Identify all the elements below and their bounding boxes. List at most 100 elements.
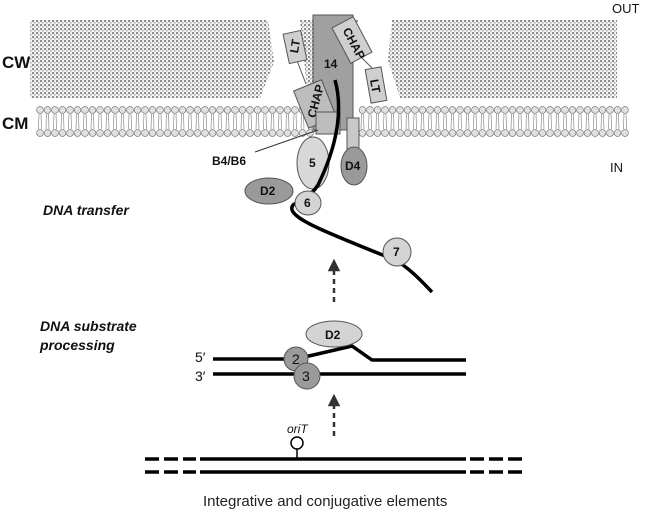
lipid-tail bbox=[270, 113, 275, 130]
lipid-tail bbox=[465, 113, 470, 130]
lipid-head bbox=[486, 129, 494, 137]
lipid-head bbox=[133, 106, 142, 114]
lipid-head bbox=[223, 129, 232, 137]
lipid-tail bbox=[383, 113, 387, 130]
lipid-tail bbox=[285, 113, 290, 130]
lipid-head bbox=[201, 106, 209, 114]
lipid-head bbox=[246, 106, 254, 114]
lipid-head bbox=[148, 106, 157, 114]
lipid-head bbox=[283, 129, 292, 137]
lipid-head bbox=[606, 129, 614, 137]
lipid-tail bbox=[240, 113, 245, 130]
lipid-tail bbox=[173, 113, 177, 130]
lipid-head bbox=[133, 129, 142, 137]
lipid-tail bbox=[533, 113, 537, 130]
lipid-head bbox=[66, 106, 74, 114]
lipid-head bbox=[553, 129, 562, 137]
lipid-tail bbox=[150, 113, 155, 130]
lipid-head bbox=[268, 129, 277, 137]
lipid-tail bbox=[435, 113, 440, 130]
lipid-head bbox=[171, 129, 179, 137]
lipid-head bbox=[501, 129, 509, 137]
lipid-head bbox=[58, 129, 67, 137]
lipid-tail bbox=[53, 113, 57, 130]
lipid-head bbox=[118, 129, 127, 137]
lipid-head bbox=[178, 129, 187, 137]
lipid-head bbox=[51, 129, 59, 137]
lipid-tail bbox=[593, 113, 597, 130]
lipid-head bbox=[216, 106, 224, 114]
lipid-head bbox=[238, 106, 247, 114]
lipid-tail bbox=[113, 113, 117, 130]
lipid-head bbox=[381, 129, 389, 137]
lipid-tail bbox=[180, 113, 185, 130]
lipid-head bbox=[411, 129, 419, 137]
lipid-head bbox=[366, 129, 374, 137]
lipid-tail bbox=[570, 113, 575, 130]
lipid-head bbox=[73, 106, 82, 114]
lipid-head bbox=[373, 106, 382, 114]
lipid-head bbox=[576, 129, 584, 137]
lipid-head bbox=[261, 129, 269, 137]
lipid-tail bbox=[68, 113, 72, 130]
lipid-tail bbox=[540, 113, 545, 130]
lipid-head bbox=[411, 106, 419, 114]
svg-text:6: 6 bbox=[304, 196, 311, 210]
lipid-tail bbox=[128, 113, 132, 130]
lipid-head bbox=[231, 129, 239, 137]
lipid-head bbox=[463, 106, 472, 114]
lipid-tail bbox=[188, 113, 192, 130]
protein-3: 3 bbox=[293, 362, 321, 390]
lipid-head bbox=[478, 129, 487, 137]
lipid-head bbox=[58, 106, 67, 114]
lipid-head bbox=[208, 129, 217, 137]
lipid-head bbox=[418, 129, 427, 137]
stage-title-processing-line1: DNA substrate bbox=[40, 318, 137, 334]
svg-text:14: 14 bbox=[324, 57, 338, 71]
lipid-tail bbox=[225, 113, 230, 130]
lipid-head bbox=[546, 106, 554, 114]
processing-dna: 5′ 3′ bbox=[195, 344, 466, 384]
lipid-head bbox=[426, 129, 434, 137]
lipid-tail bbox=[105, 113, 110, 130]
five-prime-label: 5′ bbox=[195, 349, 206, 365]
protein-5: 5 bbox=[296, 136, 330, 190]
lipid-tail bbox=[608, 113, 612, 130]
lipid-head bbox=[606, 106, 614, 114]
lipid-head bbox=[43, 106, 52, 114]
lipid-head bbox=[448, 129, 457, 137]
lipid-head bbox=[148, 129, 157, 137]
lipid-tail bbox=[263, 113, 267, 130]
lipid-head bbox=[81, 129, 89, 137]
lipid-head bbox=[231, 106, 239, 114]
lipid-head bbox=[396, 106, 404, 114]
lipid-head bbox=[463, 129, 472, 137]
svg-text:5: 5 bbox=[309, 156, 316, 170]
lipid-head bbox=[268, 106, 277, 114]
lipid-head bbox=[126, 106, 134, 114]
lipid-tail bbox=[90, 113, 95, 130]
lipid-tail bbox=[45, 113, 50, 130]
lipid-head bbox=[88, 129, 97, 137]
lipid-tail bbox=[623, 113, 627, 130]
svg-text:D2: D2 bbox=[325, 328, 341, 342]
lipid-head bbox=[186, 129, 194, 137]
lipid-tail bbox=[218, 113, 222, 130]
cw-label: CW bbox=[2, 53, 31, 72]
lipid-head bbox=[508, 129, 517, 137]
lipid-head bbox=[103, 106, 112, 114]
lt-domain-right: LT bbox=[364, 66, 388, 104]
lipid-tail bbox=[120, 113, 125, 130]
lipid-head bbox=[501, 106, 509, 114]
lipid-head bbox=[598, 106, 607, 114]
lipid-head bbox=[276, 106, 284, 114]
svg-text:LT: LT bbox=[367, 78, 383, 95]
lipid-head bbox=[426, 106, 434, 114]
lipid-head bbox=[553, 106, 562, 114]
lipid-head bbox=[103, 129, 112, 137]
lipid-head bbox=[216, 129, 224, 137]
lipid-tail bbox=[488, 113, 492, 130]
lipid-head bbox=[471, 106, 479, 114]
svg-text:3: 3 bbox=[302, 368, 310, 384]
lipid-head bbox=[43, 129, 52, 137]
